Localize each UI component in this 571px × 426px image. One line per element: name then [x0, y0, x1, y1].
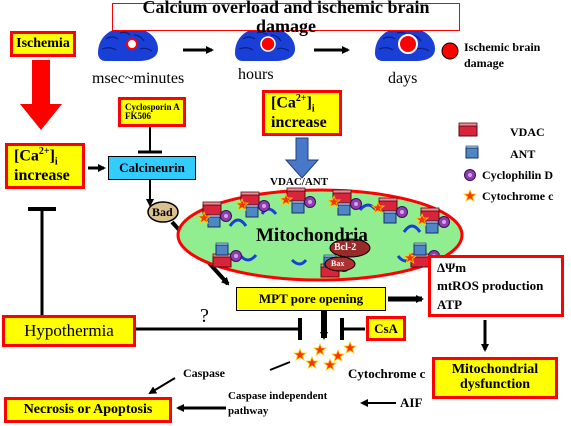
legend-cyclophilin-icon	[464, 169, 476, 181]
bad-oval	[147, 201, 179, 223]
caspase-independent-label-1: Caspase independent	[228, 390, 328, 402]
legend-vdac-icon	[458, 122, 478, 137]
time-label-early: msec~minutes	[92, 70, 185, 87]
calcium-charge: 2+	[38, 146, 50, 158]
hypothermia-box: Hypothermia	[2, 315, 136, 347]
mtros-label: mtROS production	[437, 278, 544, 294]
legend-cytochrome-label: Cytochrome c	[482, 189, 554, 203]
time-label-days: days	[388, 70, 418, 87]
bad-label: Bad	[152, 205, 173, 219]
question-mark: ?	[200, 305, 209, 327]
bax-label: Bax	[331, 259, 345, 268]
cytochrome-star-icon	[313, 343, 327, 356]
lesion-small-icon	[126, 38, 138, 50]
legend-ant-label: ANT	[510, 147, 536, 161]
cytochrome-star-icon	[293, 348, 307, 361]
calcium-bracket: ]	[49, 147, 55, 165]
fk506-label: FK506	[125, 111, 151, 121]
lesion-medium-icon	[260, 36, 276, 52]
vdac-ant-label: VDAC/ANT	[270, 176, 329, 188]
necrosis-apoptosis-box: Necrosis or Apoptosis	[4, 397, 172, 423]
calcium-bracket: ]	[306, 94, 312, 112]
lesion-large-icon	[398, 34, 418, 54]
ischemia-box: Ischemia	[10, 31, 76, 57]
mito-effects-box: ΔΨm mtROS production ATP	[428, 255, 564, 317]
cyclosporin-label: Cyclosporin A	[125, 101, 180, 112]
caspase-independent-label-2: pathway	[228, 405, 269, 417]
cytochrome-star-icon	[331, 349, 345, 362]
mito-dysfunction-line2: dysfunction	[459, 377, 531, 392]
atp-label: ATP	[437, 296, 463, 312]
calcineurin-box: Calcineurin	[108, 156, 196, 180]
cytochrome-c-label: Cytochrome c	[348, 366, 426, 381]
bcl2-oval	[329, 238, 371, 258]
calcium-label: [Ca	[271, 94, 296, 112]
arrow-caspase-necrosis	[148, 377, 176, 395]
increase-label: increase	[271, 114, 327, 132]
cyclosporin-box: Cyclosporin A FK506	[118, 97, 186, 127]
cytochrome-star-icon	[343, 341, 357, 354]
mito-dysfunction-box: Mitochondrial dysfunction	[432, 357, 558, 399]
bax-oval	[324, 256, 356, 272]
increase-label: increase	[14, 167, 70, 185]
cytochrome-star-icon	[305, 356, 319, 369]
calcium-subscript: i	[54, 156, 58, 168]
calcium-increase-left-box: [Ca2+]i increase	[5, 143, 85, 189]
ischemic-damage-label-1: Ischemic brain	[464, 40, 541, 54]
red-arrow-ischemia-calcium	[20, 60, 62, 130]
diagram-title: Calcium overload and ischemic brain dama…	[112, 0, 460, 35]
calcium-label: [Ca	[14, 147, 39, 165]
membrane-potential-label: ΔΨm	[437, 259, 467, 275]
legend-ant-icon	[465, 145, 479, 159]
calcium-charge: 2+	[295, 93, 307, 105]
legend-lesion-icon	[441, 42, 459, 60]
calcium-increase-mid-box: [Ca2+]i increase	[262, 90, 342, 136]
mito-dysfunction-line1: Mitochondrial	[451, 362, 539, 378]
line-cyto-left	[269, 361, 291, 371]
blue-arrow-calcium-mito	[284, 137, 320, 179]
legend-cytochrome-icon	[463, 189, 477, 202]
legend-cyclophilin-label: Cyclophilin D	[482, 168, 554, 182]
caspase-label: Caspase	[183, 366, 226, 380]
mpt-pore-box: MPT pore opening	[236, 287, 386, 311]
time-label-hours: hours	[238, 66, 274, 83]
ischemic-damage-label-2: damage	[464, 56, 504, 70]
csa-box: CsA	[366, 316, 406, 341]
bcl2-label: Bcl-2	[334, 242, 357, 253]
aif-label: AIF	[400, 395, 423, 410]
calcium-subscript: i	[311, 103, 315, 115]
legend-vdac-label: VDAC	[510, 125, 545, 139]
mitochondria-label: Mitochondria	[256, 225, 368, 246]
